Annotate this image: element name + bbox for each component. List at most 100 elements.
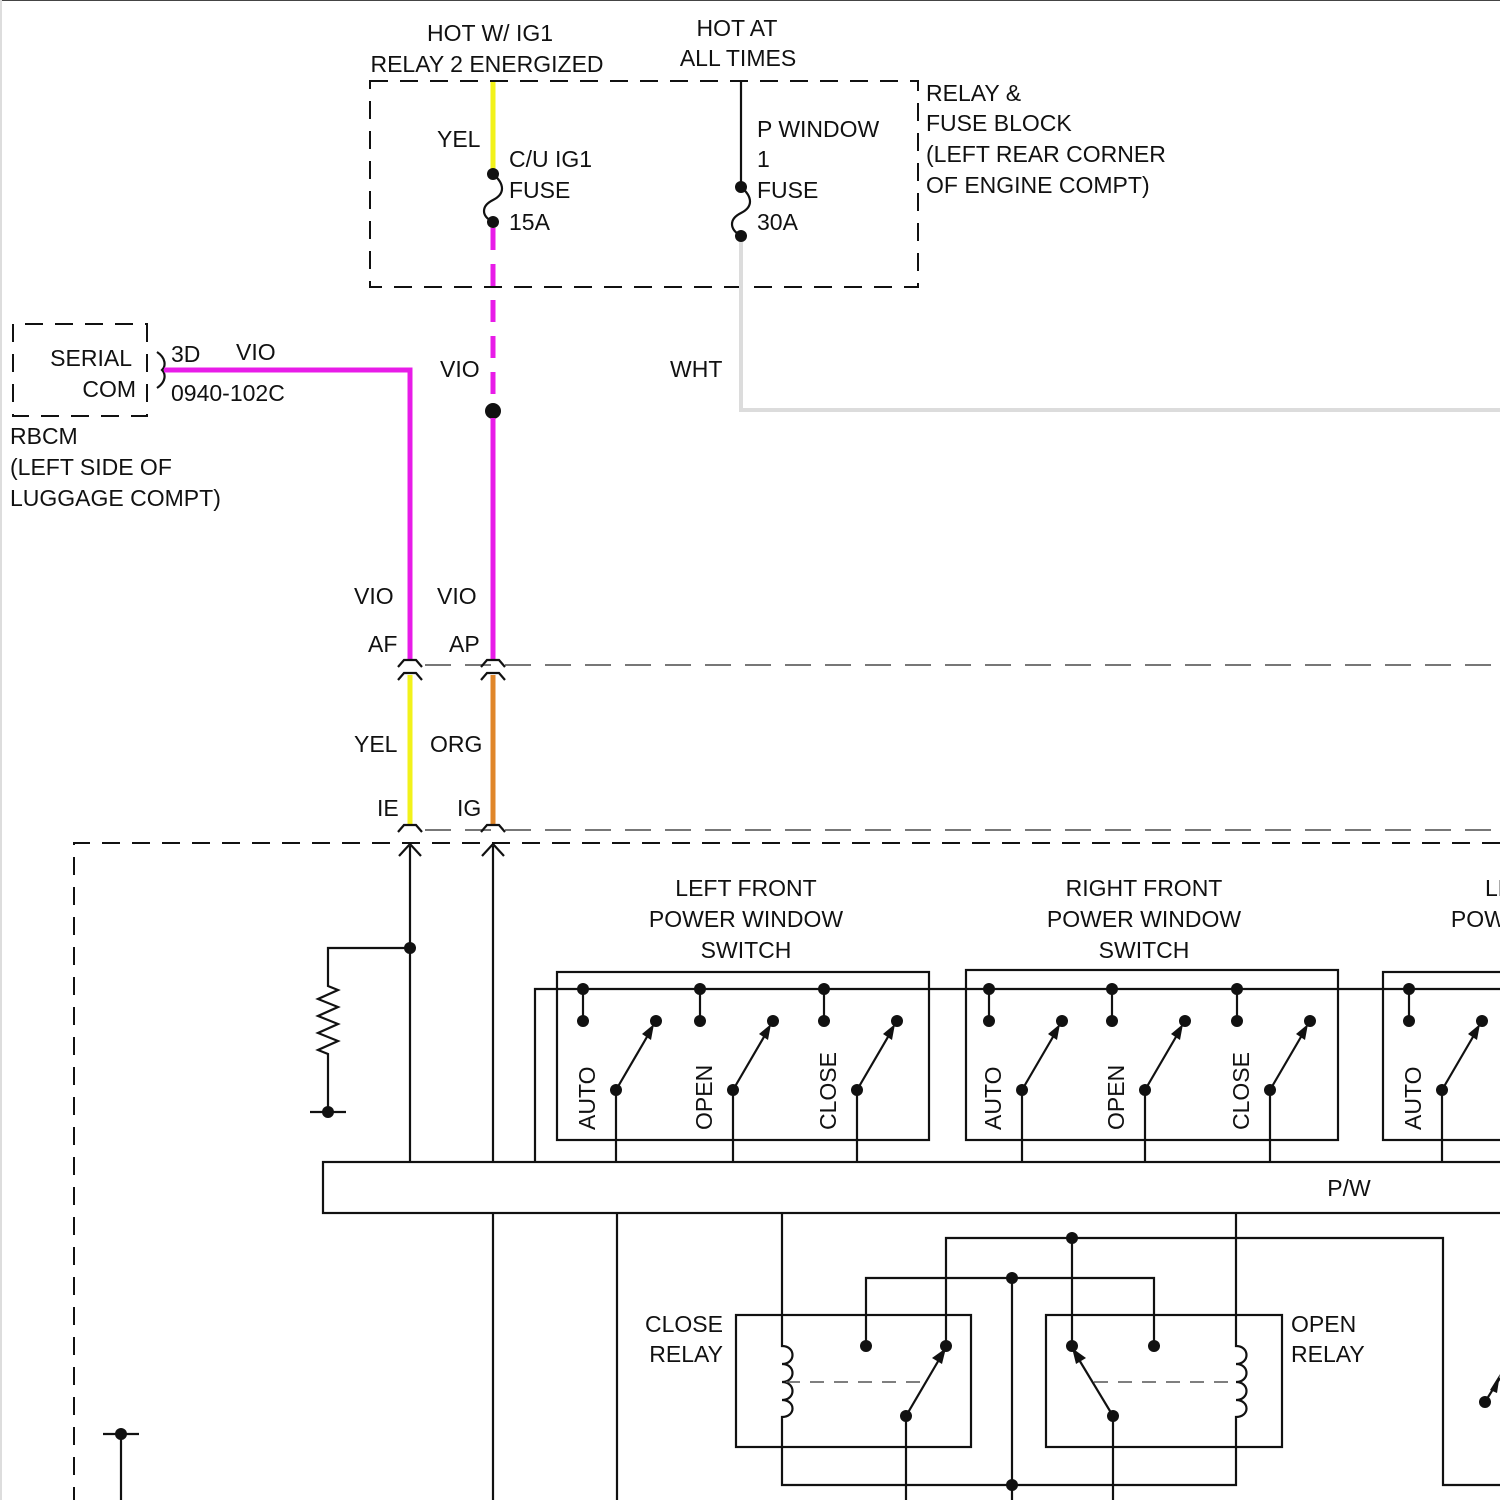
- fuse-pw-label-line1: P WINDOW: [757, 116, 880, 142]
- open-contact: [767, 1015, 779, 1027]
- fuse-block-label-line4: OF ENGINE COMPT): [926, 172, 1150, 198]
- rbcm-box-line2: COM: [82, 376, 136, 402]
- pw-module-label: P/W: [1327, 1175, 1371, 1201]
- resistor-icon: [318, 948, 410, 1112]
- switch-contact-label: OPEN: [1103, 1065, 1129, 1130]
- fixed-contact: [1106, 1015, 1118, 1027]
- vio-wire-label: VIO: [440, 356, 480, 382]
- switch-title-line2: POWER WINDOW: [1047, 906, 1241, 932]
- af-pin-label: AF: [368, 631, 397, 657]
- arrow-head-icon: [642, 1024, 654, 1040]
- arrow-head-icon: [1490, 1374, 1500, 1393]
- rbcm-module: SERIAL COM 3D VIO 0940-102C RBCM (LEFT S…: [10, 324, 285, 511]
- rbcm-pin-label: 3D: [171, 341, 200, 367]
- switch-arm: [857, 1030, 892, 1090]
- close-relay-label-line1: CLOSE: [645, 1311, 723, 1337]
- arrow-head-icon: [1296, 1024, 1308, 1040]
- fixed-contact: [1403, 1015, 1415, 1027]
- switch-title-line1: RIGHT FRONT: [1066, 875, 1223, 901]
- fuse-block-label-line2: FUSE BLOCK: [926, 110, 1072, 136]
- relay-nc-bus: [866, 1278, 1154, 1346]
- switch-contact-open: OPEN: [1103, 983, 1191, 1162]
- fixed-contact: [983, 1015, 995, 1027]
- connector-icon: [157, 352, 165, 388]
- hot-all-times-label-line2: ALL TIMES: [680, 45, 796, 71]
- rbcm-label-line2: (LEFT SIDE OF: [10, 454, 172, 480]
- open-contact: [1476, 1015, 1488, 1027]
- fuse-cu-label-line2: FUSE: [509, 177, 570, 203]
- ie-pin-label: IE: [377, 795, 399, 821]
- fuse-block-label-line3: (LEFT REAR CORNER: [926, 141, 1166, 167]
- open-contact: [650, 1015, 662, 1027]
- close-relay-label-line2: RELAY: [649, 1341, 723, 1367]
- ground-dot: [322, 1106, 334, 1118]
- switch-contact-open: OPEN: [691, 983, 779, 1162]
- open-contact: [891, 1015, 903, 1027]
- relay-switch-arm: [1078, 1358, 1113, 1416]
- switch-title-line1: LEFT FRONT: [675, 875, 816, 901]
- switch-arm: [1442, 1030, 1477, 1090]
- rbcm-wire-label: VIO: [236, 339, 276, 365]
- fuse-terminal: [735, 230, 747, 242]
- connector-female-icon: [398, 660, 422, 667]
- fuse-cu-ig1-icon: [484, 174, 502, 222]
- relay-contact: [1148, 1340, 1160, 1352]
- hot-all-times-label-line1: HOT AT: [697, 15, 778, 41]
- rbcm-label-line1: RBCM: [10, 423, 78, 449]
- switch-arm: [1022, 1030, 1057, 1090]
- ie-wire-label: YEL: [354, 731, 398, 757]
- open-relay-label-line2: RELAY: [1291, 1341, 1365, 1367]
- pw-module-block: [323, 1162, 1500, 1213]
- arrow-head-icon: [883, 1024, 895, 1040]
- switch-arm: [1145, 1030, 1180, 1090]
- yel-wire-label: YEL: [437, 126, 481, 152]
- ig-pin-label: IG: [457, 795, 481, 821]
- switch-contact-label: AUTO: [980, 1067, 1006, 1130]
- ap-pin-label: AP: [449, 631, 480, 657]
- ap-wire-label: VIO: [437, 583, 477, 609]
- af-wire-label: VIO: [354, 583, 394, 609]
- rbcm-label-line3: LUGGAGE COMPT): [10, 485, 221, 511]
- open-relay-coil-icon: [1012, 1213, 1247, 1485]
- switch-title-line2: POWER WINDOW: [649, 906, 843, 932]
- switch-contact-auto: AUTO: [1400, 983, 1488, 1162]
- switch-contact-label: CLOSE: [815, 1052, 841, 1130]
- arrow-head-icon: [1171, 1024, 1183, 1040]
- switch-title-line1: LEFT REAR: [1485, 875, 1500, 901]
- switch-contact-auto: AUTO: [574, 983, 662, 1162]
- open-contact: [1304, 1015, 1316, 1027]
- hot-ig1-label-line1: HOT W/ IG1: [427, 20, 553, 46]
- fuse-pw-label-line3: FUSE: [757, 177, 818, 203]
- open-contact: [1179, 1015, 1191, 1027]
- fuse-cu-label-line3: 15A: [509, 209, 551, 235]
- arrow-head-icon: [1468, 1024, 1480, 1040]
- fuse-block-label-line1: RELAY &: [926, 80, 1021, 106]
- close-relay-outline: [736, 1315, 971, 1447]
- open-relay-label-line1: OPEN: [1291, 1311, 1356, 1337]
- rbcm-box-line1: SERIAL: [50, 345, 132, 371]
- fuse-block: HOT W/ IG1 RELAY 2 ENERGIZED HOT AT ALL …: [370, 15, 1166, 287]
- fixed-contact: [818, 1015, 830, 1027]
- switch-contact-label: OPEN: [691, 1065, 717, 1130]
- fixed-contact: [1231, 1015, 1243, 1027]
- relay-switch-arm: [906, 1358, 940, 1416]
- fuse-terminal: [487, 216, 499, 228]
- hot-ig1-label-line2: RELAY 2 ENERGIZED: [370, 51, 603, 77]
- switch-contact-label: AUTO: [574, 1067, 600, 1130]
- switch-arm: [1270, 1030, 1305, 1090]
- switch-common-bus: [535, 989, 1500, 1162]
- fuse-block-outline: [370, 81, 918, 287]
- fuse-pw-label-line4: 30A: [757, 209, 799, 235]
- arrow-head-icon: [1072, 1348, 1086, 1364]
- switch-outline: [557, 972, 929, 1140]
- fuse-pw-label-line2: 1: [757, 146, 770, 172]
- switch-contact-auto: AUTO: [980, 983, 1068, 1162]
- connector-female-icon: [398, 825, 422, 832]
- fuse-p-window-icon: [732, 187, 750, 236]
- switch-arm: [616, 1030, 651, 1090]
- arrow-head-icon: [1048, 1024, 1060, 1040]
- fuse-cu-label-line1: C/U IG1: [509, 146, 592, 172]
